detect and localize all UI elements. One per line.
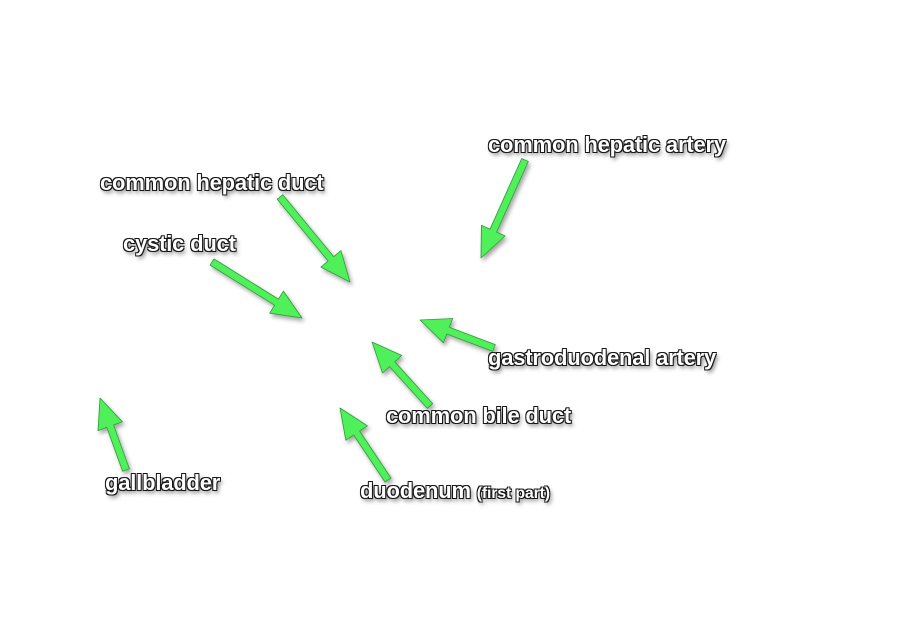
label-duodenum-qualifier: (first part) — [476, 485, 550, 502]
arrow-common-hepatic-duct — [276, 194, 351, 283]
label-gastroduodenal-artery: gastroduodenal artery — [488, 345, 717, 370]
arrow-duodenum — [339, 407, 392, 483]
arrow-gallbladder — [97, 397, 130, 472]
arrow-common-bile-duct — [371, 341, 434, 409]
label-common-bile-duct: common bile duct — [386, 403, 572, 428]
arrow-cystic-duct — [209, 258, 303, 319]
label-common-hepatic-duct: common hepatic duct — [100, 170, 324, 195]
label-common-hepatic-artery: common hepatic artery — [488, 132, 726, 157]
arrow-common-hepatic-artery — [480, 158, 529, 259]
label-cystic-duct: cystic duct — [123, 231, 236, 256]
arrow-group — [97, 158, 529, 483]
label-duodenum-main: duodenum — [360, 478, 471, 503]
label-gallbladder: gallbladder — [105, 470, 221, 495]
arrow-gastroduodenal-artery — [419, 318, 496, 352]
label-duodenum: duodenum (first part) — [360, 480, 550, 502]
